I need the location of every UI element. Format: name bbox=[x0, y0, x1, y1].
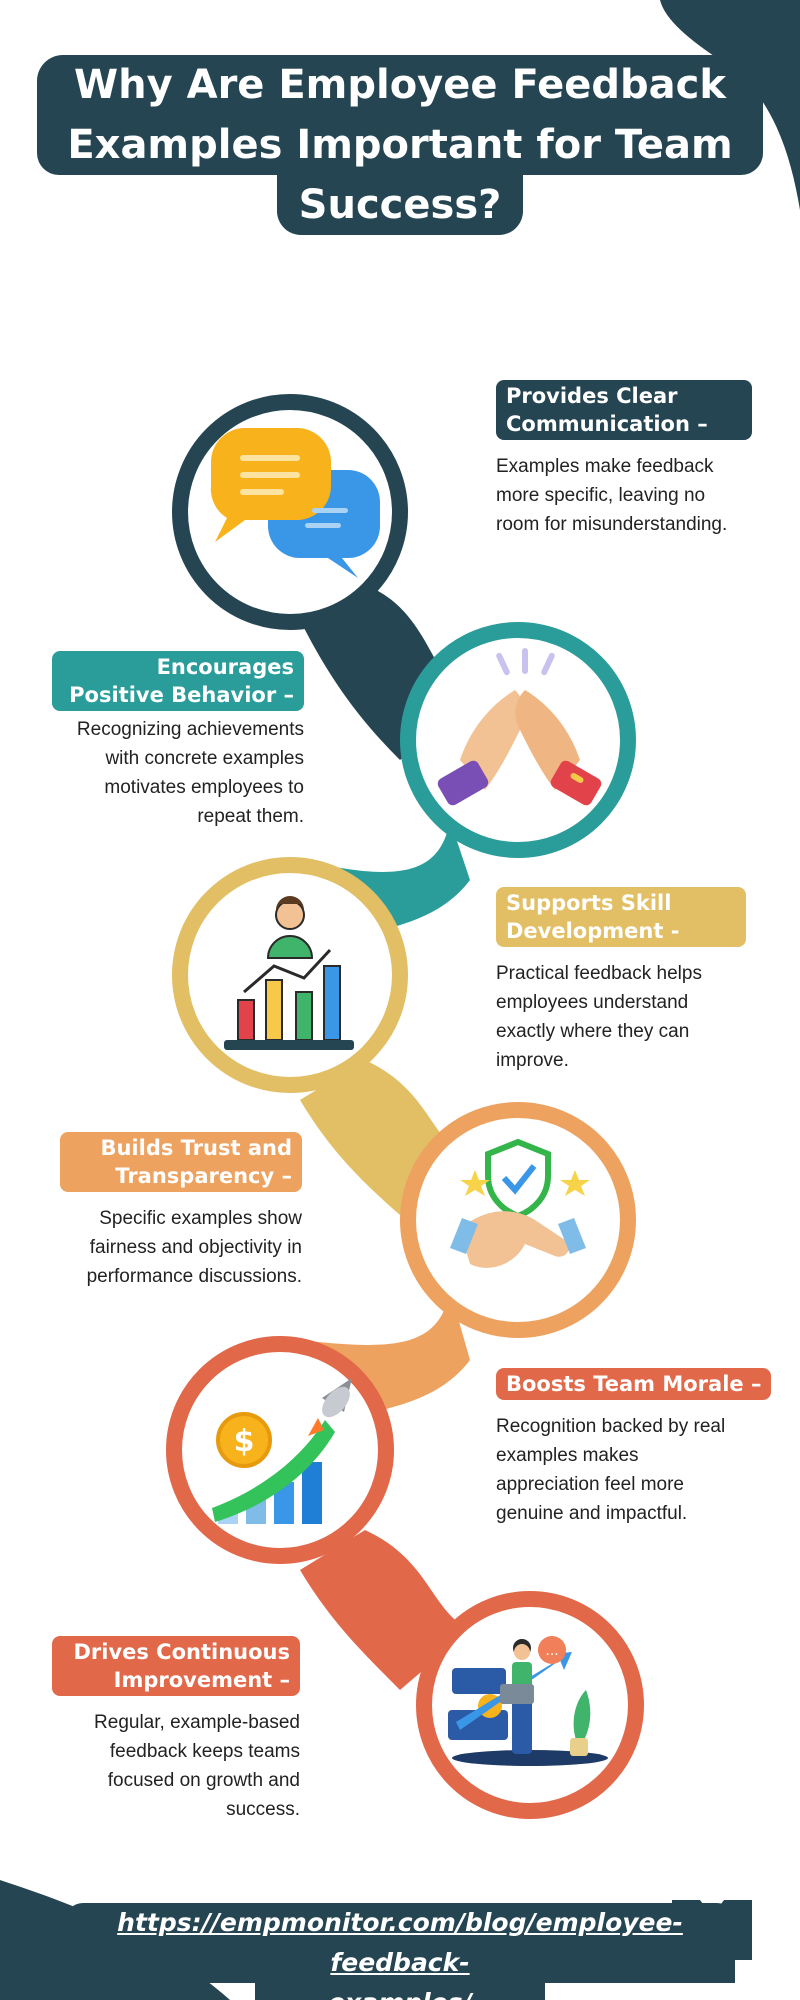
step-heading: Boosts Team Morale – bbox=[496, 1368, 772, 1400]
title-line-1: Why Are Employee Feedback bbox=[37, 55, 763, 115]
step-description: Regular, example-based feedback keeps te… bbox=[94, 1712, 300, 1820]
page-title: Why Are Employee Feedback Examples Impor… bbox=[0, 55, 800, 235]
step-heading: Drives Continuous Improvement – bbox=[52, 1636, 300, 1696]
ring-step-3 bbox=[172, 857, 408, 1093]
step-description: Specific examples show fairness and obje… bbox=[86, 1208, 302, 1287]
ring-step-2 bbox=[400, 622, 636, 858]
svg-text:$: $ bbox=[234, 1424, 255, 1459]
footer-url-line-2[interactable]: examples/ bbox=[255, 1983, 545, 2000]
step-heading: Builds Trust and Transparency – bbox=[60, 1132, 302, 1192]
step-skill-development: Supports Skill Development - Practical f… bbox=[496, 887, 746, 1075]
step-heading: Provides Clear Communication – bbox=[496, 380, 752, 440]
corner-decoration-top bbox=[660, 0, 800, 210]
growth-chart-icon bbox=[224, 896, 354, 1050]
step-heading: Encourages Positive Behavior – bbox=[52, 651, 304, 711]
step-description: Examples make feedback more specific, le… bbox=[496, 456, 728, 535]
step-continuous-improvement: Drives Continuous Improvement – Regular,… bbox=[52, 1636, 300, 1824]
svg-text:...: ... bbox=[545, 1643, 558, 1659]
step-clear-communication: Provides Clear Communication – Examples … bbox=[496, 380, 752, 539]
step-heading: Supports Skill Development - bbox=[496, 887, 746, 947]
ring-step-5 bbox=[166, 1336, 394, 1564]
step-description: Recognizing achievements with concrete e… bbox=[76, 719, 304, 827]
handshake-shield-icon bbox=[450, 1138, 590, 1268]
step-description: Practical feedback helps employees under… bbox=[496, 963, 702, 1071]
high-five-icon bbox=[437, 648, 602, 806]
footer-link[interactable]: https://empmonitor.com/blog/employee-fee… bbox=[0, 1903, 800, 2000]
footer-url-line-1[interactable]: https://empmonitor.com/blog/employee-fee… bbox=[65, 1903, 735, 1983]
chat-bubbles-icon bbox=[210, 428, 380, 578]
team-analytics-icon: ... bbox=[448, 1636, 608, 1766]
title-line-2: Examples Important for Team bbox=[37, 115, 763, 175]
step-positive-behavior: Encourages Positive Behavior – Recognizi… bbox=[52, 651, 304, 831]
title-line-3: Success? bbox=[277, 175, 523, 235]
path-segment-red bbox=[300, 1530, 470, 1690]
step-team-morale: Boosts Team Morale – Recognition backed … bbox=[496, 1368, 786, 1528]
step-trust-transparency: Builds Trust and Transparency – Specific… bbox=[60, 1132, 302, 1291]
step-description: Recognition backed by real examples make… bbox=[496, 1416, 726, 1524]
rocket-growth-icon: $ bbox=[212, 1378, 352, 1524]
